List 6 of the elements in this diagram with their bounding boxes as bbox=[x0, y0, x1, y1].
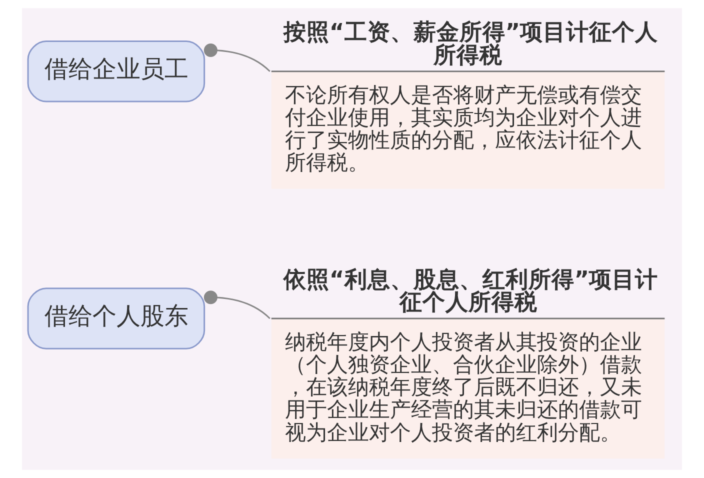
connector bbox=[204, 43, 270, 72]
node-label: 依照“利息、股息、红利所得”项目计征个人所得税 bbox=[283, 266, 658, 316]
node-box: 借给企业员工 bbox=[27, 40, 206, 102]
node-label: 按照“工资、薪金所得”项目计征个人所得税 bbox=[283, 20, 658, 68]
connector bbox=[204, 290, 270, 320]
node-box: 借给个人股东 bbox=[27, 288, 206, 350]
